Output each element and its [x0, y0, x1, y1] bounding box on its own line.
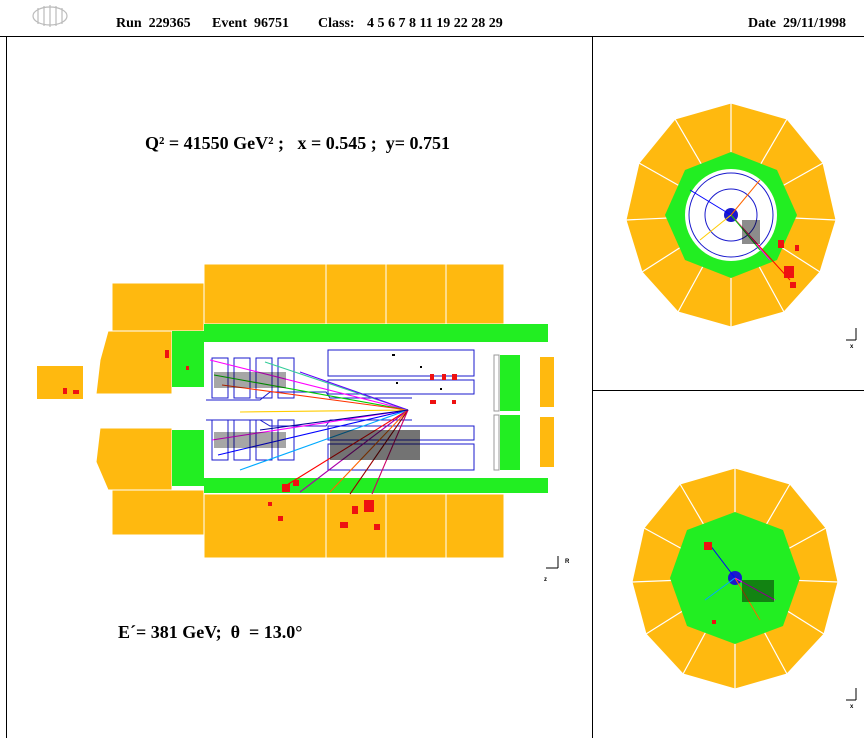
class-values: 4 5 6 7 8 11 19 22 28 29	[367, 16, 503, 31]
beam-pipe	[493, 354, 500, 471]
radial-view-bottom	[631, 467, 839, 690]
kinematics-energy-theta: E´= 381 GeV; θ = 13.0°	[118, 622, 303, 642]
collaboration-logo-icon	[32, 5, 68, 27]
kinematics-q2-x-y: Q² = 41550 GeV² ; x = 0.545 ; y= 0.751	[145, 133, 451, 153]
event-date: Date 29/11/1998	[748, 16, 846, 31]
tracker-hits	[214, 354, 442, 460]
class-label: Class:	[318, 16, 355, 31]
event-header: Run 229365 Event 96751 Class: 4 5 6 7 8 …	[0, 0, 864, 37]
side-axis-icon	[546, 556, 559, 569]
radial-axis-bottom-icon	[846, 688, 857, 701]
axis-label-x-bottom: x	[850, 704, 854, 710]
radial-view-top	[625, 102, 837, 328]
energy-deposits	[63, 350, 457, 530]
radial-axis-top-icon	[846, 328, 857, 341]
axis-label-r: R	[565, 559, 570, 565]
plug-blocks	[540, 357, 554, 467]
panel-separator	[593, 390, 864, 391]
side-view-panel	[6, 36, 593, 738]
axis-label-x-top: x	[850, 344, 854, 350]
event-number: Event 96751	[212, 16, 289, 31]
axis-label-z: z	[544, 577, 547, 583]
run-number: Run 229365	[116, 16, 191, 31]
calorimeter-lower	[95, 427, 505, 559]
